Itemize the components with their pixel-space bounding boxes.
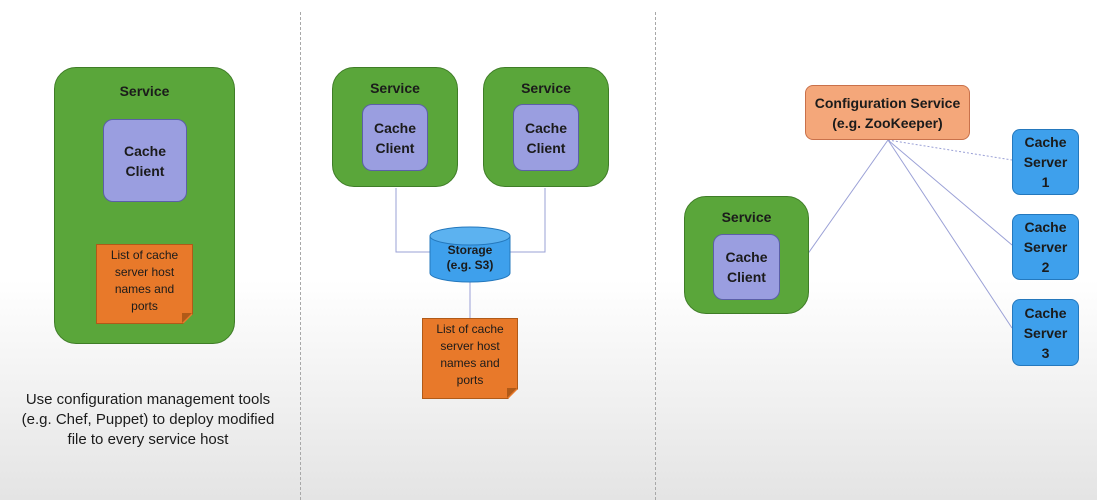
cache-client-middle-2: Cache Client <box>513 104 579 171</box>
cache-client-right: Cache Client <box>713 234 780 300</box>
cache-server-2: Cache Server 2 <box>1012 214 1079 280</box>
connector-config-server3 <box>887 139 1013 329</box>
cache-list-note-left: List of cache server host names and port… <box>96 244 193 324</box>
note-line: ports <box>456 373 484 387</box>
cache-client-line1: Cache <box>725 249 768 265</box>
configuration-service-box: Configuration Service (e.g. ZooKeeper) <box>805 85 970 140</box>
connector-service1-storage <box>395 188 430 253</box>
note-line: names and <box>440 356 500 370</box>
cache-client-line2: Client <box>526 139 566 156</box>
cache-client-line2: Client <box>125 162 165 179</box>
cache-client-line1: Cache <box>373 119 417 136</box>
server-line: Server <box>1023 239 1068 255</box>
config-line: (e.g. ZooKeeper) <box>832 114 943 131</box>
cache-client-middle-1: Cache Client <box>362 104 428 171</box>
storage-label-line: (e.g. S3) <box>446 258 494 272</box>
service-label: Service <box>370 80 420 96</box>
config-line: Configuration Service <box>814 94 961 111</box>
service-label: Service <box>521 80 571 96</box>
storage-label-line: Storage <box>447 243 493 257</box>
server-line: 3 <box>1041 344 1050 361</box>
cache-client-line2: Client <box>375 139 415 156</box>
connector-service2-storage <box>509 188 546 253</box>
divider-right <box>655 12 656 500</box>
connector-config-service <box>806 139 889 256</box>
cache-client-line1: Cache <box>524 119 568 136</box>
connector-config-server2 <box>887 139 1013 246</box>
server-line: 2 <box>1041 259 1050 275</box>
caption-line: Use configuration management tools <box>25 391 271 408</box>
connector-config-server1 <box>887 139 1013 161</box>
note-line: ports <box>131 299 158 313</box>
caption-left: Use configuration management tools (e.g.… <box>8 390 288 450</box>
cache-client-line2: Client <box>727 269 766 285</box>
divider-left <box>300 12 301 500</box>
caption-line: file to every service host <box>67 431 229 448</box>
note-line: server host <box>440 339 500 353</box>
server-line: 1 <box>1041 174 1050 190</box>
service-label: Service <box>119 83 170 99</box>
server-line: Cache <box>1024 134 1067 150</box>
note-line: List of cache <box>110 248 179 262</box>
note-line: List of cache <box>436 322 504 336</box>
storage-label: Storage (e.g. S3) <box>429 243 511 273</box>
cache-list-note-middle: List of cache server host names and port… <box>422 318 518 399</box>
cache-server-1: Cache Server 1 <box>1012 129 1079 195</box>
service-label: Service <box>721 209 772 225</box>
server-line: Server <box>1023 154 1068 170</box>
storage-cylinder-icon <box>429 226 511 283</box>
cache-server-3: Cache Server 3 <box>1012 299 1079 366</box>
cache-client-left: Cache Client <box>103 119 187 202</box>
caption-line: (e.g. Chef, Puppet) to deploy modified <box>21 411 275 428</box>
note-fold <box>507 388 517 398</box>
cache-client-line1: Cache <box>123 142 167 159</box>
server-line: Server <box>1023 324 1068 341</box>
note-fold <box>182 313 192 323</box>
server-line: Cache <box>1024 219 1067 235</box>
note-line: names and <box>114 282 175 296</box>
note-line: server host <box>114 265 175 279</box>
server-line: Cache <box>1024 304 1067 321</box>
